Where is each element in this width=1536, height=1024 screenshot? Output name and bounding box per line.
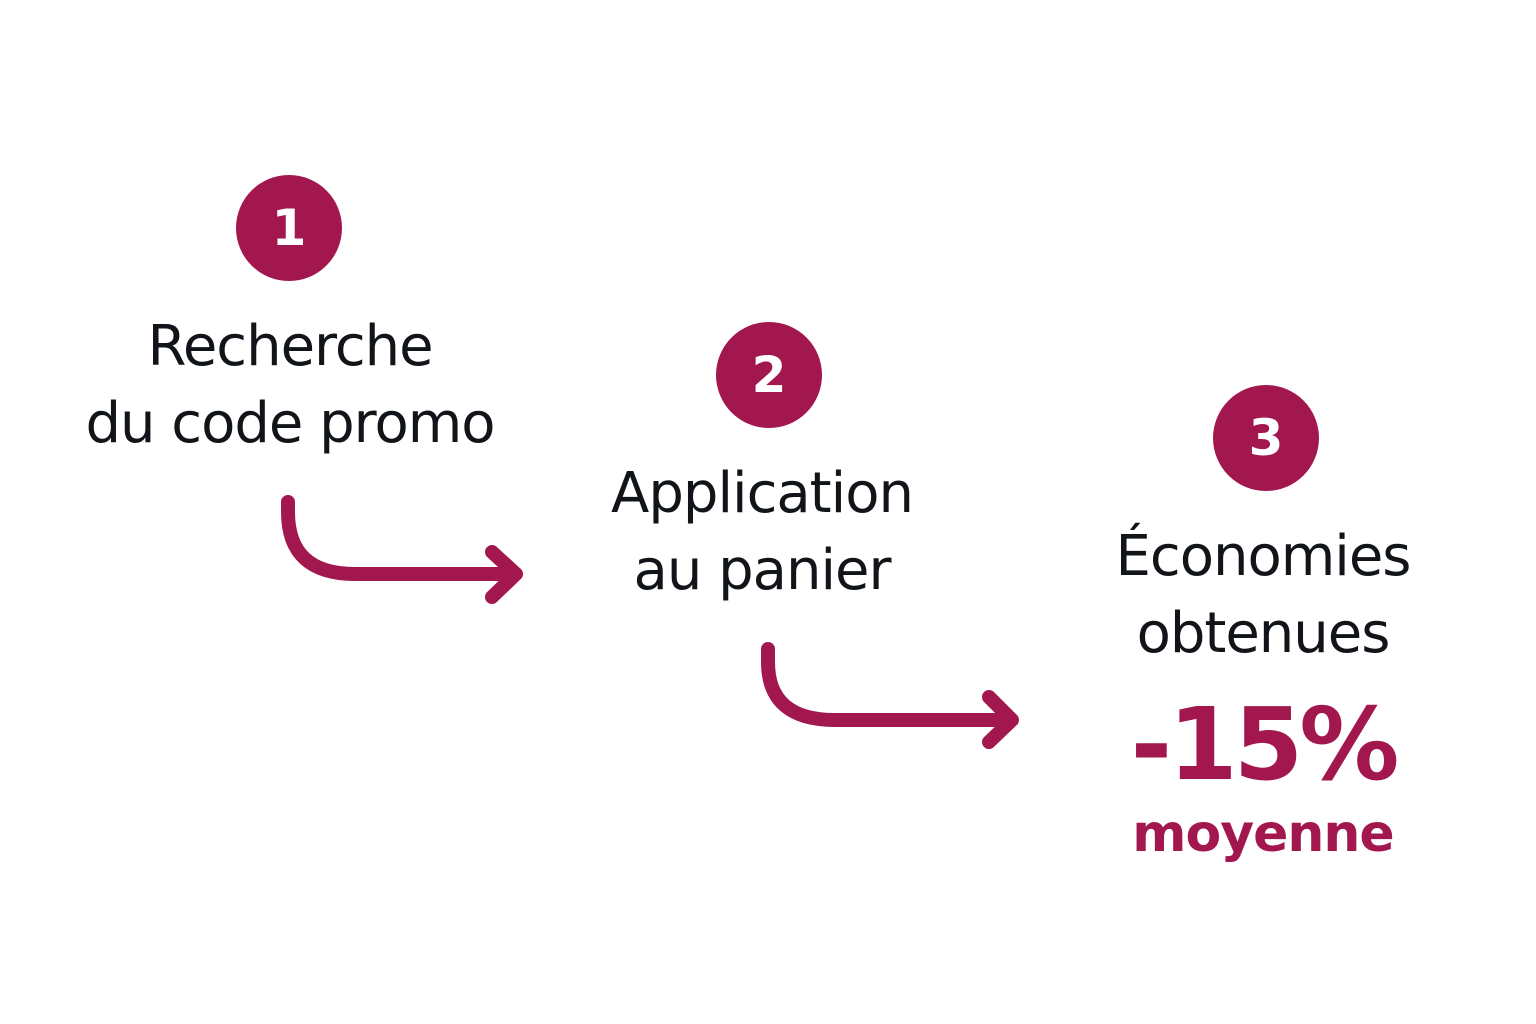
step-3-label-line2: obtenues	[1136, 601, 1391, 666]
step-3-badge: 3	[1213, 385, 1319, 491]
step-2-label: Application au panier	[512, 455, 1012, 609]
step-1-badge: 1	[236, 175, 342, 281]
step-2-badge: 2	[716, 322, 822, 428]
step-1-label-line2: du code promo	[85, 391, 495, 456]
savings-caption: moyenne	[1132, 804, 1394, 864]
step-1-label-line1: Recherche	[147, 314, 433, 379]
curved-arrow-right-icon	[761, 642, 1019, 749]
step-1-label: Recherche du code promo	[40, 308, 540, 462]
curved-arrow-right-icon	[281, 495, 523, 604]
step-3-label-line1: Économies	[1115, 524, 1412, 589]
step-3-label: Économies obtenues	[1013, 518, 1513, 672]
savings-percentage: -15%	[1130, 686, 1400, 803]
step-2-label-line2: au panier	[633, 538, 892, 603]
step-2-label-line1: Application	[611, 461, 914, 526]
